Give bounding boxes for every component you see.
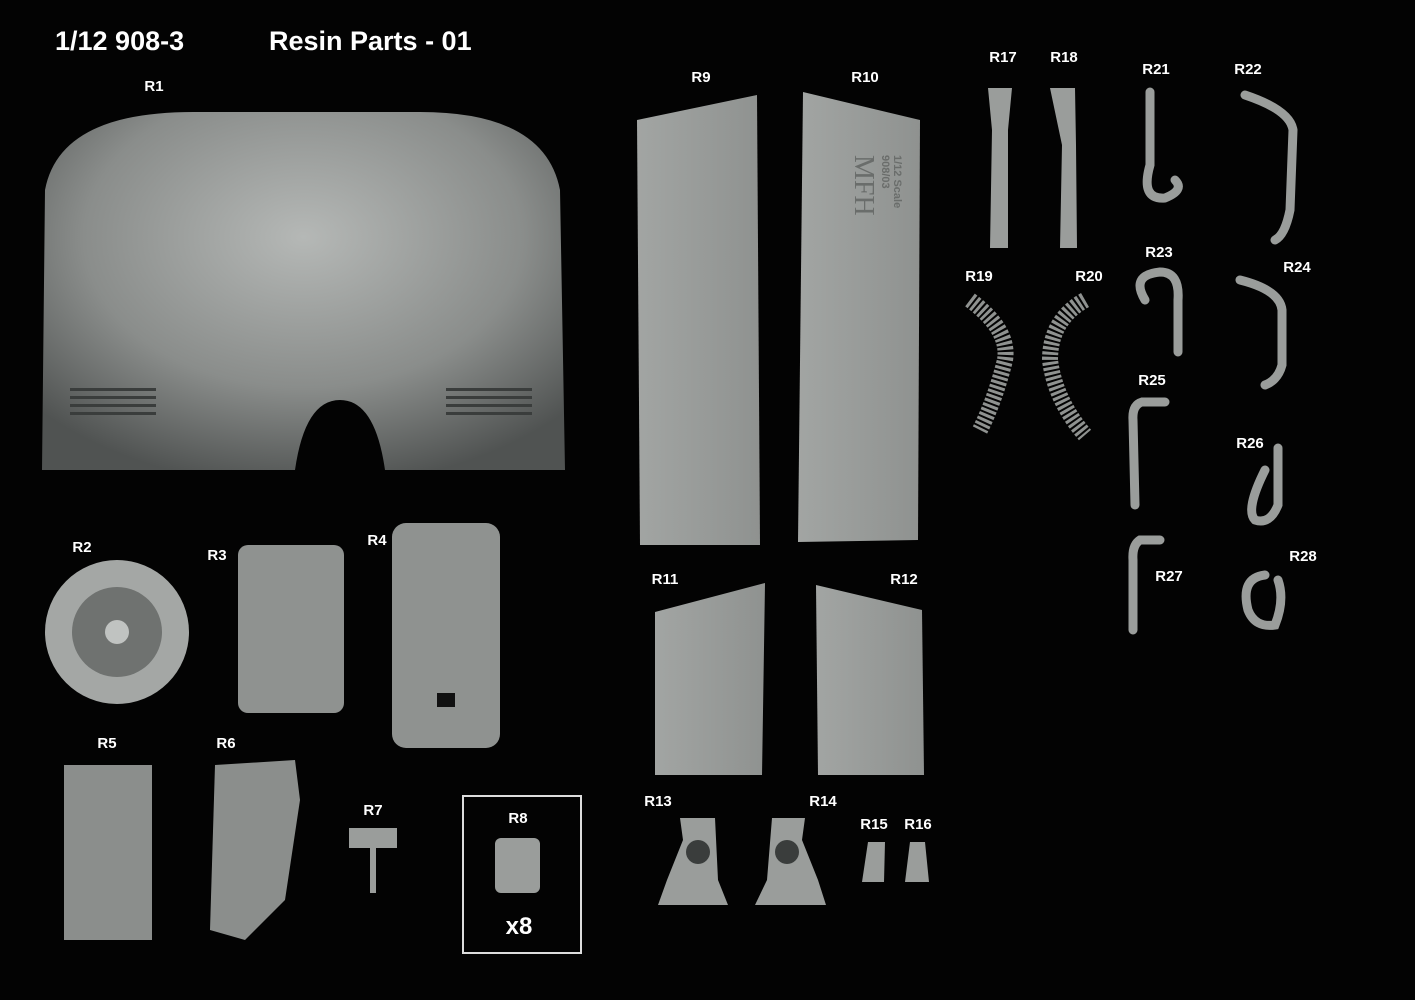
- part-r21-pipe: [1142, 87, 1183, 203]
- part-label: R27: [1155, 568, 1183, 585]
- part-r22-pipe: [1240, 90, 1298, 245]
- part-r18-pipe: [1050, 88, 1077, 248]
- part-label: R11: [651, 571, 679, 588]
- part-label: R12: [890, 571, 918, 588]
- part-label: R14: [809, 793, 837, 810]
- part-r6-gearbox: [210, 760, 300, 940]
- part-label: R17: [989, 49, 1017, 66]
- part-r15: [862, 842, 885, 882]
- part-label: R18: [1050, 49, 1078, 66]
- embossed-text: 1/12 Scale 908/03 MFH: [823, 155, 903, 245]
- part-r11-panel: [655, 583, 765, 775]
- part-label: R8: [508, 810, 528, 827]
- part-r28-pipe: [1241, 570, 1286, 630]
- part-label: R6: [216, 735, 236, 752]
- part-r10-panel: [798, 92, 920, 542]
- embossed-model: 908/03: [879, 155, 891, 189]
- embossed-scale: 1/12 Scale: [891, 155, 903, 209]
- r8-quantity: x8: [505, 913, 533, 940]
- part-label: R22: [1234, 61, 1262, 78]
- part-r25-pipe: [1128, 397, 1170, 510]
- part-r19-hose: [965, 293, 1014, 434]
- part-r16: [905, 842, 929, 882]
- part-r4-seat: [392, 523, 500, 748]
- part-r24-pipe: [1235, 275, 1287, 390]
- part-r23-pipe: [1135, 267, 1183, 357]
- part-label: R10: [851, 69, 879, 86]
- part-label: R25: [1138, 372, 1166, 389]
- part-label: R4: [367, 532, 387, 549]
- part-label: R24: [1283, 259, 1311, 276]
- scale-model-title: 1/12 908-3: [55, 26, 185, 56]
- part-r7: [349, 828, 397, 848]
- part-label: R1: [144, 78, 164, 95]
- part-label: R7: [363, 802, 383, 819]
- part-r17-pipe: [988, 88, 1012, 248]
- part-label: R28: [1289, 548, 1317, 565]
- part-r12-panel: [816, 585, 924, 775]
- part-r26-pipe: [1247, 443, 1283, 526]
- part-label: R15: [860, 816, 888, 833]
- part-label: R23: [1145, 244, 1173, 261]
- part-label: R5: [97, 735, 117, 752]
- part-label: R13: [644, 793, 672, 810]
- sheet-title: Resin Parts - 01: [269, 26, 472, 56]
- part-r1-engine-cover: [42, 111, 565, 470]
- part-r20-hose: [1041, 293, 1092, 441]
- part-r8: [495, 838, 540, 893]
- part-label: R9: [691, 69, 711, 86]
- part-r9-panel: [637, 95, 760, 545]
- part-label: R19: [965, 268, 993, 285]
- mfh-logo: MFH: [848, 155, 879, 216]
- part-r3-seat: [238, 545, 344, 713]
- part-label: R3: [207, 547, 227, 564]
- part-r27-pipe: [1128, 535, 1165, 635]
- part-label: R26: [1236, 435, 1264, 452]
- part-label: R21: [1142, 61, 1170, 78]
- part-label: R2: [72, 539, 92, 556]
- part-label: R16: [904, 816, 932, 833]
- r8-highlight-box: [462, 795, 582, 954]
- part-r5-engine-block: [64, 765, 152, 940]
- part-label: R20: [1075, 268, 1103, 285]
